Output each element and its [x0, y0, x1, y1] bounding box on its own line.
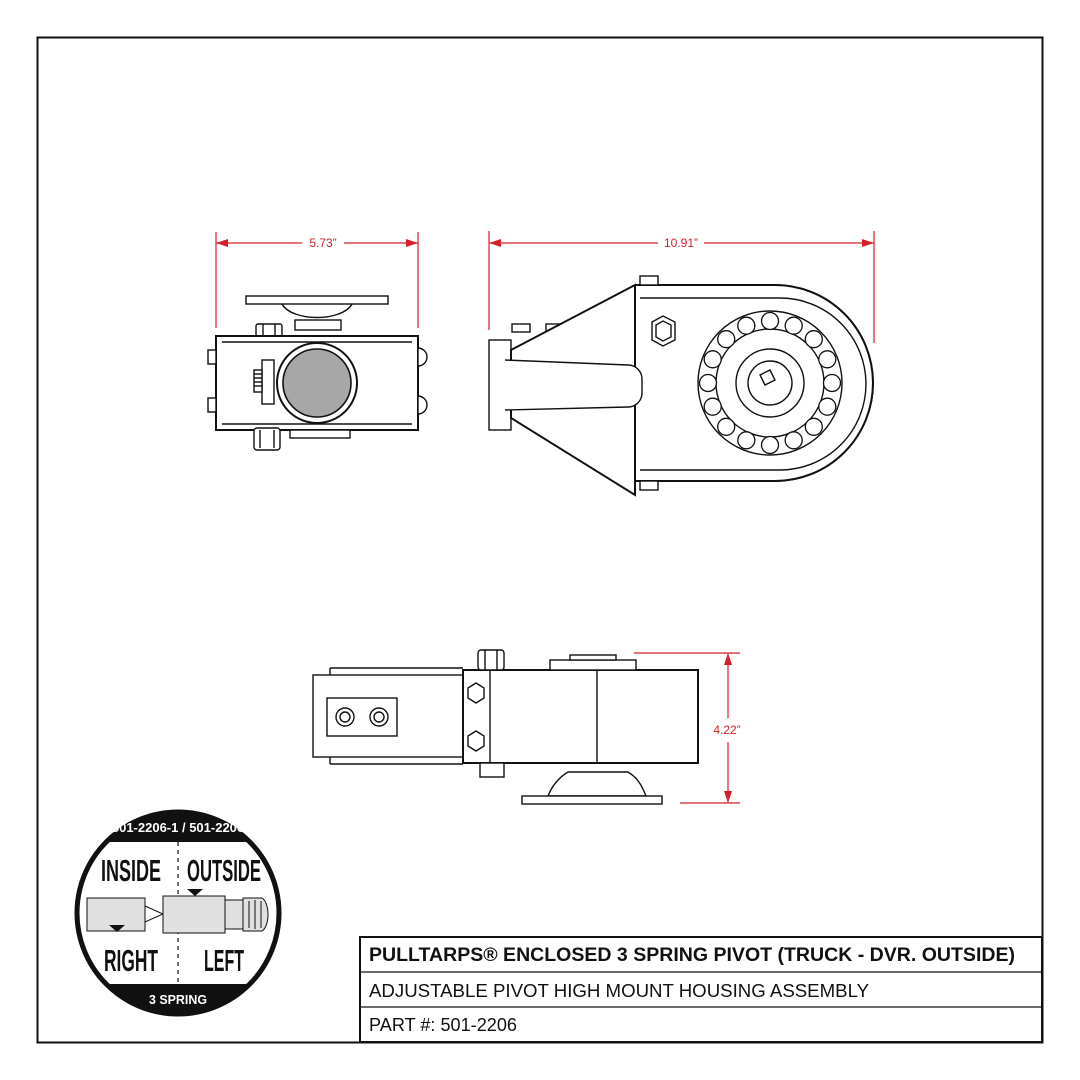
- side-view: [488, 275, 874, 497]
- dimension-top-width: 5.73”: [309, 236, 336, 250]
- badge-part-numbers: 501-2206-1 / 501-2206: [112, 820, 244, 835]
- bearing-ball: [703, 350, 722, 369]
- badge-inside: INSIDE: [101, 853, 161, 888]
- bearing-ball: [703, 397, 722, 416]
- bearing-ball: [822, 373, 842, 393]
- badge-right: RIGHT: [104, 943, 158, 978]
- bearing-ball: [784, 431, 803, 450]
- bottom-view: [312, 649, 699, 805]
- title-block: [359, 936, 1043, 1043]
- bearing-ball: [760, 311, 780, 331]
- badge-spring: 3 SPRING: [149, 992, 207, 1007]
- dimension-lines: [215, 231, 875, 804]
- bearing-ball: [804, 330, 823, 349]
- bearing-ball: [760, 435, 780, 455]
- title-block-part-number: PART #: 501-2206: [369, 1015, 517, 1035]
- title-block-title: PULLTARPS® ENCLOSED 3 SPRING PIVOT (TRUC…: [369, 945, 1015, 966]
- bearing-ball: [737, 431, 756, 450]
- bearing-ball: [804, 417, 823, 436]
- orientation-badge: [74, 809, 282, 1017]
- bearing-ball: [818, 397, 837, 416]
- end-view: [207, 295, 428, 451]
- bearing-ball: [698, 373, 718, 393]
- title-block-subtitle: ADJUSTABLE PIVOT HIGH MOUNT HOUSING ASSE…: [369, 981, 869, 1001]
- badge-left: LEFT: [204, 943, 244, 978]
- bearing-balls: [698, 311, 842, 455]
- bearing-ball: [737, 316, 756, 335]
- badge-outside: OUTSIDE: [187, 853, 261, 888]
- dimension-side-length: 10.91”: [664, 236, 698, 250]
- dimension-bottom-height: 4.22”: [713, 723, 740, 737]
- bearing-ball: [717, 417, 736, 436]
- bearing-ball: [717, 330, 736, 349]
- bearing-ball: [784, 316, 803, 335]
- bearing-ball: [818, 350, 837, 369]
